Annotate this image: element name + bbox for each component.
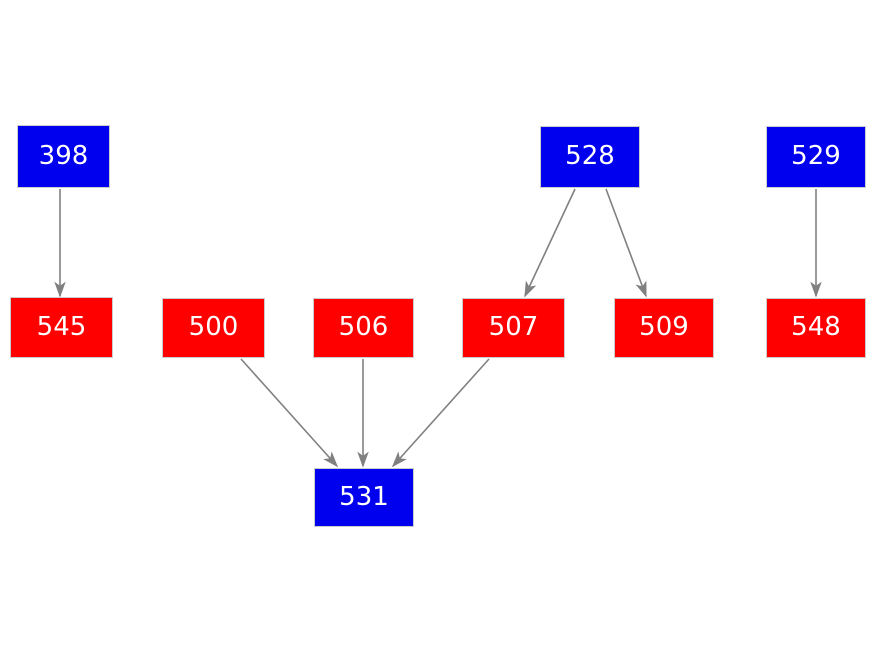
- node-label-509: 509: [639, 312, 689, 342]
- node-398[interactable]: 398: [17, 125, 110, 188]
- node-506[interactable]: 506: [313, 298, 414, 358]
- node-label-545: 545: [36, 311, 87, 342]
- node-529[interactable]: 529: [766, 126, 866, 188]
- node-548[interactable]: 548: [766, 298, 866, 358]
- edge-507-to-531: [391, 358, 490, 468]
- node-label-529: 529: [791, 141, 841, 171]
- node-531[interactable]: 531: [314, 468, 414, 527]
- node-528[interactable]: 528: [540, 126, 640, 188]
- node-545[interactable]: 545: [10, 297, 113, 358]
- edge-528-to-509: [605, 188, 647, 298]
- node-507[interactable]: 507: [462, 298, 565, 358]
- node-label-531: 531: [339, 481, 389, 512]
- node-label-398: 398: [38, 140, 89, 171]
- node-label-548: 548: [791, 312, 841, 342]
- node-label-528: 528: [565, 141, 615, 171]
- node-label-506: 506: [338, 312, 389, 342]
- node-label-507: 507: [488, 312, 539, 342]
- edge-500-to-531: [240, 358, 339, 468]
- edge-528-to-507: [524, 188, 576, 298]
- node-label-500: 500: [188, 312, 239, 342]
- node-500[interactable]: 500: [162, 298, 265, 358]
- node-509[interactable]: 509: [614, 298, 714, 358]
